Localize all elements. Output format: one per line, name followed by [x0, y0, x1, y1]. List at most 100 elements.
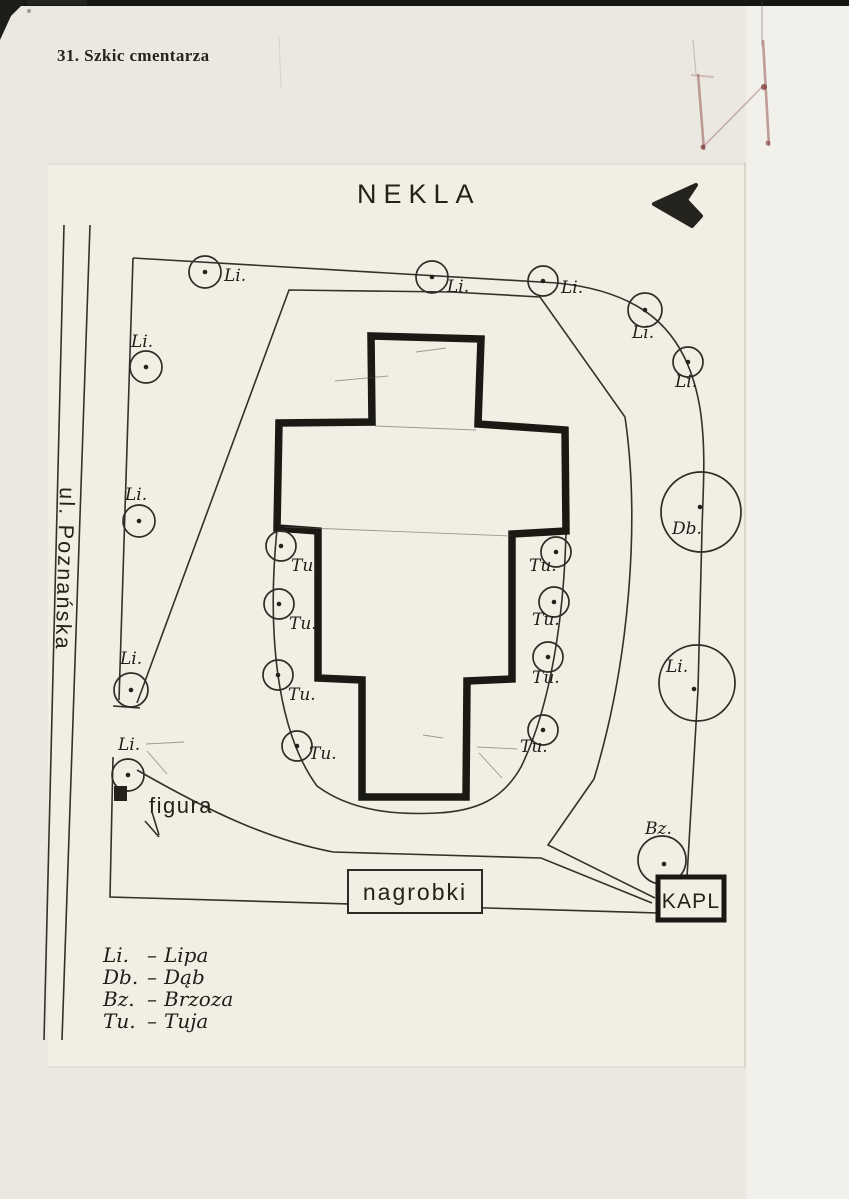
tree-circle	[527, 714, 559, 746]
figura-label: figura	[149, 793, 213, 818]
entry-marks-figura-corner	[145, 741, 185, 775]
nagrobki-box: nagrobki	[347, 869, 483, 914]
church-surround-path	[272, 528, 567, 815]
tree-label: Li.	[117, 735, 140, 755]
street-label: ul. Poznańska	[51, 487, 79, 651]
legend-abbr: Db.	[102, 965, 138, 989]
map-title: NEKLA	[357, 179, 481, 209]
tree-circle	[281, 730, 313, 762]
tree-center-dot	[545, 654, 551, 660]
tree-circle	[113, 672, 149, 708]
tree-symbol-tu: Tu.	[532, 641, 564, 688]
tree-center-dot	[143, 364, 149, 370]
tree-label: Tu.	[520, 737, 548, 757]
church-outline	[273, 332, 570, 801]
tree-circle	[658, 644, 736, 722]
tree-center-dot	[551, 599, 557, 605]
tree-center-dot	[691, 686, 697, 692]
tree-symbol-li: Li.	[129, 332, 163, 384]
tree-center-dot	[553, 549, 559, 555]
figura-marker: figura	[114, 786, 213, 838]
tree-center-dot	[202, 269, 208, 275]
boundary-left	[118, 257, 134, 701]
tree-center-dot	[278, 543, 284, 549]
legend-sep: –	[147, 987, 157, 1011]
tree-label: Li.	[631, 323, 654, 343]
street-line-right	[61, 224, 91, 1041]
tree-symbol-li: Li.	[658, 644, 736, 722]
legend-abbr: Tu.	[103, 1009, 136, 1033]
tree-center-dot	[136, 518, 142, 524]
tree-symbol-li: Li.	[111, 735, 145, 792]
street: ul. Poznańska	[43, 224, 91, 1041]
inner-paths	[136, 289, 656, 904]
tree-symbol-li: Li.	[188, 255, 246, 289]
tree-circle	[660, 471, 742, 553]
tree-symbol-li: Li.	[113, 649, 149, 708]
tree-symbol-li: Li.	[122, 485, 156, 538]
tree-label: Li.	[223, 266, 246, 286]
tree-symbol-tu: Tu.	[532, 586, 570, 630]
boundary-top-right	[132, 257, 705, 878]
tree-circle	[262, 659, 294, 691]
tree-circle	[263, 588, 295, 620]
tree-circle	[532, 641, 564, 673]
street-line-left	[43, 224, 65, 1041]
tree-circle	[672, 346, 704, 378]
tree-label: Li.	[665, 657, 688, 677]
tree-label: Tu.	[288, 685, 316, 705]
tree-center-dot	[128, 687, 134, 693]
tree-center-dot	[697, 504, 703, 510]
tree-center-dot	[661, 861, 667, 867]
red-pencil-mark	[690, 39, 771, 151]
chapel-label: KAPL	[662, 890, 721, 913]
tree-symbol-tu: Tu.	[529, 536, 572, 576]
tree-symbol-li: Li.	[527, 265, 583, 298]
legend-sep: –	[147, 965, 157, 989]
figura-arrow	[144, 811, 160, 838]
tree-label: Tu.	[529, 556, 557, 576]
tree-circle	[415, 260, 449, 294]
tree-label: Li.	[119, 649, 142, 669]
legend-name: Lipa	[163, 943, 208, 967]
tree-symbol-tu: Tu.	[520, 714, 559, 757]
legend: Li. – Lipa Db. – Dąb Bz. – Brzoza Tu. – …	[102, 943, 233, 1033]
nagrobki-label: nagrobki	[363, 879, 467, 905]
tree-symbol-tu: Tu.	[281, 730, 337, 764]
tree-label: Li.	[560, 278, 583, 298]
tree-label: Tu.	[532, 610, 560, 630]
map-sheet: NEKLA ul. Poznańska	[43, 179, 742, 1041]
north-arrow-icon	[652, 183, 703, 228]
legend-sep: –	[147, 943, 157, 967]
tree-center-dot	[276, 601, 282, 607]
legend-name: Dąb	[163, 965, 205, 989]
trees-layer: Li. Li. Li. Li. Li. Li. Li. Li. Li. Li. Db. Bz. Tu. T…	[111, 255, 742, 885]
tree-symbol-li: Li.	[672, 346, 704, 392]
church-plan-polygon	[273, 332, 570, 801]
tree-center-dot	[540, 727, 546, 733]
tree-center-dot	[125, 772, 131, 778]
inner-fence-right	[546, 416, 656, 899]
tree-label: Li.	[130, 332, 153, 352]
figure-caption: 31. Szkic cmentarza	[57, 46, 210, 65]
tree-label: Li.	[446, 277, 469, 297]
inner-fence-upper	[136, 289, 626, 704]
tree-symbol-db: Db.	[660, 471, 742, 553]
tree-circle	[538, 586, 570, 618]
tree-circle	[129, 350, 163, 384]
tree-circle	[527, 265, 559, 297]
tree-circle	[188, 255, 222, 289]
tree-center-dot	[685, 359, 691, 365]
tree-label: Tu.	[532, 668, 560, 688]
tree-center-dot	[275, 672, 281, 678]
figura-square	[114, 786, 127, 801]
tree-symbol-tu: Tu.	[262, 659, 316, 705]
tree-label: Bz.	[644, 819, 672, 839]
tree-center-dot	[540, 278, 546, 284]
chapel-box: KAPL	[655, 874, 727, 923]
legend-sep: –	[147, 1009, 157, 1033]
tree-circle	[265, 530, 297, 562]
